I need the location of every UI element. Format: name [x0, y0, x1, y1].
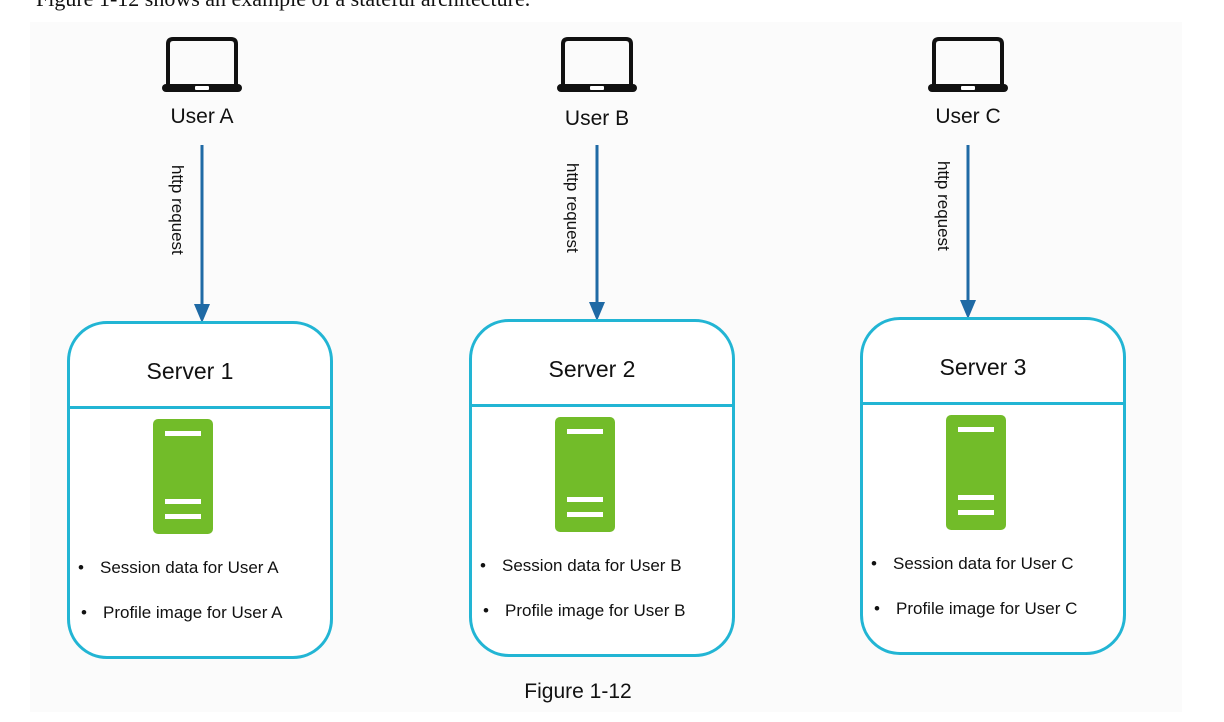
server-title: Server 2 — [548, 356, 636, 382]
bullet-item: Session data for User B — [480, 556, 681, 576]
user-label: User C — [935, 105, 1001, 128]
server-box: Server 3 Session data for User C Profile… — [860, 317, 1126, 655]
bullet-item: Session data for User C — [871, 554, 1074, 574]
arrow-icon — [194, 145, 210, 323]
bullet-item: Profile image for User B — [483, 601, 686, 621]
bullet-item: Profile image for User A — [81, 603, 282, 623]
divider — [472, 404, 732, 407]
server-icon — [946, 415, 1006, 530]
bullet-item: Profile image for User C — [874, 599, 1077, 619]
bullet-item: Session data for User A — [78, 558, 279, 578]
server-title: Server 3 — [939, 354, 1027, 380]
arrow-icon — [589, 145, 605, 321]
http-request-label: http request — [934, 161, 953, 251]
divider — [70, 406, 330, 409]
server-title: Server 1 — [146, 358, 234, 384]
laptop-icon — [162, 37, 242, 92]
server-box: Server 1 Session data for User A Profile… — [67, 321, 333, 659]
figure-caption: Figure 1-12 — [524, 680, 632, 703]
server-icon — [153, 419, 213, 534]
laptop-icon — [928, 37, 1008, 92]
arrow-icon — [960, 145, 976, 319]
user-label: User A — [170, 105, 234, 128]
laptop-icon — [557, 37, 637, 92]
user-label: User B — [564, 107, 630, 130]
server-icon — [555, 417, 615, 532]
divider — [863, 402, 1123, 405]
intro-text: Figure 1-12 shows an example of a statef… — [36, 0, 530, 12]
server-box: Server 2 Session data for User B Profile… — [469, 319, 735, 657]
